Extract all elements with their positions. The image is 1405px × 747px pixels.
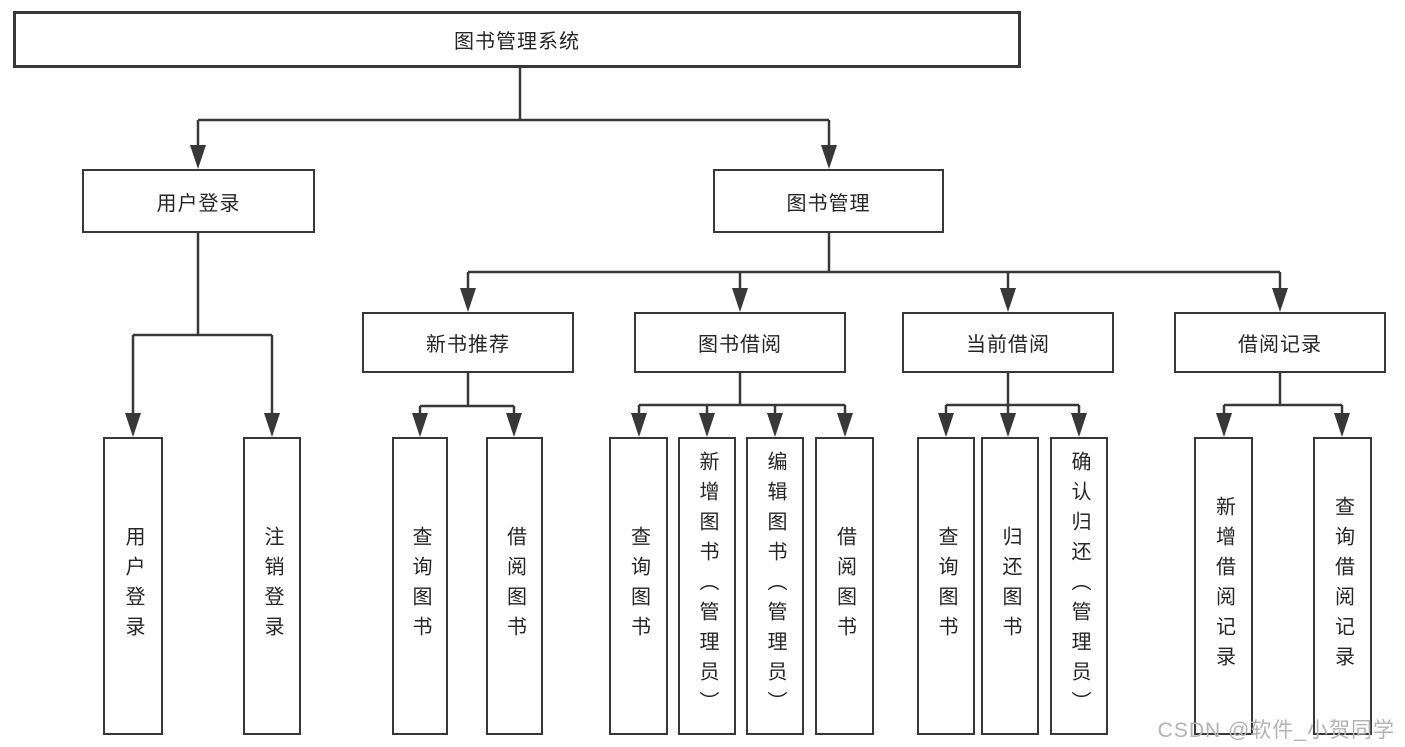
node-label: 编辑图书（管理员） xyxy=(764,451,786,721)
node-label: 图书管理 xyxy=(786,192,871,215)
leaf-borrow-edit-book-admin: 编辑图书（管理员） xyxy=(746,437,804,735)
node-label: 注销登录 xyxy=(261,526,283,646)
node-library-management-system: 图书管理系统 xyxy=(13,11,1021,68)
node-label: 借阅图书 xyxy=(833,526,856,646)
node-label: 借阅图书 xyxy=(503,526,526,646)
leaf-current-return-book: 归还图书 xyxy=(981,437,1039,735)
node-label: 用户登录 xyxy=(122,526,144,646)
node-new-book-recommend: 新书推荐 xyxy=(362,312,574,373)
node-book-borrow: 图书借阅 xyxy=(634,312,846,373)
node-user-login: 用户登录 xyxy=(82,169,315,233)
leaf-borrow-borrow-book: 借阅图书 xyxy=(815,437,874,735)
node-label: 新增图书（管理员） xyxy=(696,451,718,721)
node-label: 查询图书 xyxy=(627,526,650,646)
node-label: 查询图书 xyxy=(935,526,957,646)
leaf-records-add-borrow-record: 新增借阅记录 xyxy=(1194,437,1253,735)
node-borrow-records: 借阅记录 xyxy=(1174,312,1386,373)
node-current-borrow: 当前借阅 xyxy=(902,312,1114,373)
leaf-current-query-book: 查询图书 xyxy=(917,437,975,735)
node-label: 查询图书 xyxy=(409,526,431,646)
leaf-borrow-query-book: 查询图书 xyxy=(609,437,668,735)
csdn-watermark: CSDN @软件_小贺同学 xyxy=(1157,719,1395,742)
leaf-borrow-add-book-admin: 新增图书（管理员） xyxy=(678,437,736,735)
node-label: 新增借阅记录 xyxy=(1212,496,1235,676)
leaf-user-login: 用户登录 xyxy=(103,437,163,735)
node-book-manage: 图书管理 xyxy=(713,169,944,233)
node-label: 图书借阅 xyxy=(698,334,782,356)
leaf-logout-login: 注销登录 xyxy=(243,437,301,735)
leaf-newbook-query-book: 查询图书 xyxy=(392,437,448,735)
leaf-records-query-borrow-record: 查询借阅记录 xyxy=(1313,437,1372,735)
node-label: 借阅记录 xyxy=(1238,334,1322,356)
node-label: 确认归还（管理员） xyxy=(1068,451,1090,721)
leaf-current-confirm-return-admin: 确认归还（管理员） xyxy=(1050,437,1108,735)
node-label: 新书推荐 xyxy=(426,334,510,356)
node-label: 归还图书 xyxy=(999,526,1021,646)
node-label: 图书管理系统 xyxy=(454,31,580,53)
node-label: 当前借阅 xyxy=(966,334,1050,356)
node-label: 用户登录 xyxy=(156,192,241,215)
node-label: 查询借阅记录 xyxy=(1331,496,1354,676)
leaf-newbook-borrow-book: 借阅图书 xyxy=(486,437,543,735)
